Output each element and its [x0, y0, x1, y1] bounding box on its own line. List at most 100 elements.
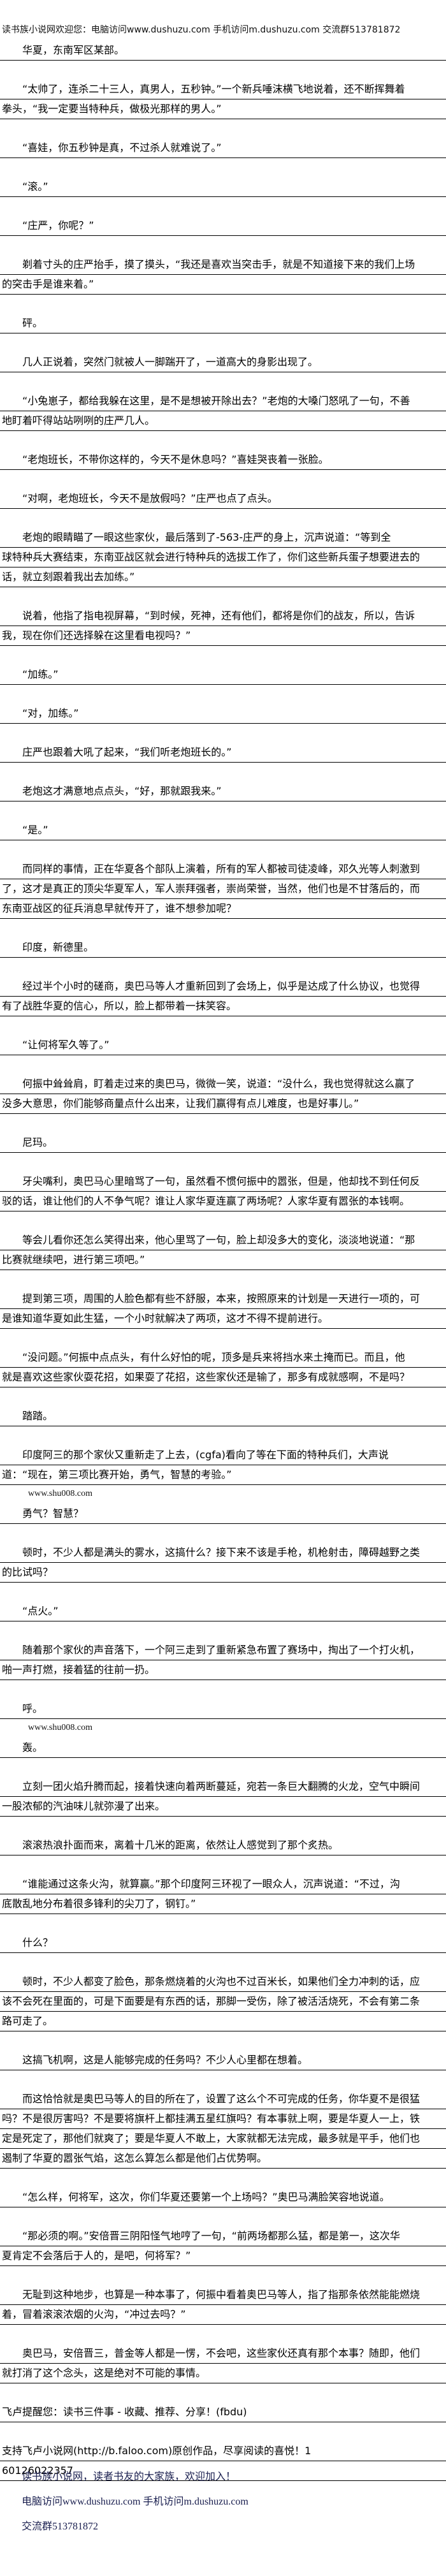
text-line: 吗？不是很厉害吗？不是要将旗杆上都挂满五星红旗吗？有本事就上啊，要是华夏人一上，…: [0, 2109, 446, 2129]
site-banner-header: 读书族小说网欢迎您：电脑访问www.dushuzu.com 手机访问m.dush…: [2, 25, 401, 35]
text-line: 提到第三项，周围的人脸色都有些不舒服，本来，按照原来的计划是一天进行一项的，可: [0, 1289, 446, 1309]
watermark-url: www.shu008.com: [28, 1723, 92, 1732]
paragraph: 尼玛。: [0, 1133, 446, 1153]
paragraph: 庄严也跟着大吼了起来，“我们听老炮班长的。”: [0, 743, 446, 763]
text-line: 尼玛。: [0, 1133, 446, 1153]
paragraph: 呼。: [0, 1699, 446, 1719]
text-line: “点火。”: [0, 1602, 446, 1621]
text-line: 是谁知道华夏如此生猛，一个小时就解决了两项，这才不得不提前进行。: [0, 1309, 446, 1329]
text-line: 华夏，东南军区某部。: [0, 41, 446, 61]
text-line: 砰。: [0, 314, 446, 333]
text-line: 踏踏。: [0, 1407, 446, 1426]
text-line: 老炮这才满意地点点头，“好，那就跟我来。”: [0, 782, 446, 801]
paragraph: 几人正说着，突然门就被人一脚踹开了，一道高大的身影出现了。: [0, 353, 446, 372]
text-line: 勇气？智慧？: [0, 1504, 446, 1524]
text-line: “小兔崽子，都给我躲在这里，是不是想被开除出去？”老炮的大嗓门怒吼了一句，不善: [0, 392, 446, 411]
footer-access-links[interactable]: 电脑访问www.dushuzu.com 手机访问m.dushuzu.com: [22, 2496, 248, 2507]
paragraph: “是。”: [0, 821, 446, 840]
text-line: “喜娃，你五秒钟是真，不过杀人就难说了。”: [0, 138, 446, 158]
text-line: 着，冒着滚滚浓烟的火沟，“冲过去吗？”: [0, 2305, 446, 2325]
text-line: 牙尖嘴利，奥巴马心里暗骂了一句，虽然看不惯何振中的嚣张，但是，他却找不到任何反: [0, 1172, 446, 1192]
text-line: “那必须的啊。”安倍晋三阴阳怪气地哼了一句，“前两场都那么猛，都是第一，这次华: [0, 2227, 446, 2246]
chapter-body: 华夏，东南军区某部。 “太帅了，连杀二十三人，真男人，五秒钟。”一个新兵唾沫横飞地…: [0, 41, 446, 2500]
text-line: “太帅了，连杀二十三人，真男人，五秒钟。”一个新兵唾沫横飞地说着，还不断挥舞着: [0, 80, 446, 99]
text-line: 的比试吗？: [0, 1563, 446, 1583]
paragraph: “那必须的啊。”安倍晋三阴阳怪气地哼了一句，“前两场都那么猛，都是第一，这次华夏…: [0, 2227, 446, 2266]
text-line: “对，加练。”: [0, 704, 446, 724]
text-line: 经过半个小时的磋商，奥巴马等人才重新回到了会场上，似乎是达成了什么协议，也觉得: [0, 977, 446, 997]
text-line: 没多大意思，你们能够商量点什么出来，让我们赢得有点儿难度，也是好事儿。”: [0, 1094, 446, 1114]
paragraph: 而这恰恰就是奥巴马等人的目的所在了，设置了这么个不可完成的任务，你华夏不是很猛吗…: [0, 2089, 446, 2169]
text-line: 支持飞卢小说网(http://b.faloo.com)原创作品，尽享阅读的喜悦！…: [0, 2441, 446, 2461]
text-line: 立刻一团火焰升腾而起，接着快速向着两断蔓延，宛若一条巨大翻腾的火龙，空气中瞬间: [0, 1777, 446, 1797]
text-line: 有了战胜华夏的信心，所以，脸上都带着一抹笑容。: [0, 997, 446, 1016]
text-line: 印度，新德里。: [0, 938, 446, 958]
paragraph: 老炮这才满意地点点头，“好，那就跟我来。”: [0, 782, 446, 801]
text-line: 随着那个家伙的声音落下，一个阿三走到了重新紧急布置了赛场中，掏出了一个打火机，: [0, 1641, 446, 1660]
text-line: 呼。: [0, 1699, 446, 1719]
watermark-url: www.shu008.com: [28, 1489, 92, 1498]
paragraph: 剃着寸头的庄严抬手，摸了摸头，“我还是喜欢当突击手，就是不知道接下来的我们上场的…: [0, 255, 446, 295]
paragraph: “太帅了，连杀二十三人，真男人，五秒钟。”一个新兵唾沫横飞地说着，还不断挥舞着拳…: [0, 80, 446, 119]
text-line: 庄严也跟着大吼了起来，“我们听老炮班长的。”: [0, 743, 446, 763]
paragraph: 飞卢提醒您：读书三件事 - 收藏、推荐、分享！(fbdu): [0, 2403, 446, 2422]
text-line: “让何将军久等了。”: [0, 1036, 446, 1055]
paragraph: “老炮班长，不带你这样的，今天不是休息吗？”喜娃哭丧着一张脸。: [0, 450, 446, 470]
paragraph: 印度阿三的那个家伙又重新走了上去，(cgfa)看向了等在下面的特种兵们，大声说道…: [0, 1445, 446, 1485]
text-line: “是。”: [0, 821, 446, 840]
text-line: 路可走了。: [0, 2012, 446, 2031]
text-line: 啪一声打燃，接着猛的往前一扔。: [0, 1660, 446, 1680]
text-line: 印度阿三的那个家伙又重新走了上去，(cgfa)看向了等在下面的特种兵们，大声说: [0, 1445, 446, 1465]
text-line: “对啊，老炮班长，今天不是放假吗？”庄严也点了点头。: [0, 489, 446, 509]
paragraph: 无耻到这种地步，也算是一种本事了，何振中看着奥巴马等人，指了指那条依然能能燃烧着…: [0, 2285, 446, 2325]
text-line: 60126022357: [0, 2461, 446, 2481]
paragraph: 什么？: [0, 1933, 446, 1953]
text-line: 等会儿看你还怎么笑得出来，他心里骂了一句，脸上却没多大的变化，淡淡地说道：“那: [0, 1231, 446, 1250]
text-line: 夏肯定不会落后于人的，是吧，何将军？”: [0, 2246, 446, 2266]
paragraph: “滚。”: [0, 177, 446, 197]
text-line: “加练。”: [0, 665, 446, 685]
text-line: 而同样的事情，正在华夏各个部队上演着，所有的军人都被司徒凌峰，邓久光等人刺激到: [0, 860, 446, 879]
paragraph: 随着那个家伙的声音落下，一个阿三走到了重新紧急布置了赛场中，掏出了一个打火机，啪…: [0, 1641, 446, 1680]
paragraph: 等会儿看你还怎么笑得出来，他心里骂了一句，脸上却没多大的变化，淡淡地说道：“那比…: [0, 1231, 446, 1270]
text-line: 奥巴马，安倍晋三，普金等人都是一愣，不会吧，这些家伙还真有那个本事？随即，他们: [0, 2344, 446, 2364]
text-line: 顿时，不少人都变了脸色，那条燃烧着的火沟也不过百米长，如果他们全力冲刺的话，应: [0, 1972, 446, 1992]
paragraph: 牙尖嘴利，奥巴马心里暗骂了一句，虽然看不惯何振中的嚣张，但是，他却找不到任何反驳…: [0, 1172, 446, 1211]
text-line: “没问题。”何振中点点头，有什么好怕的呢，顶多是兵来将挡水来土掩而已。而且，他: [0, 1348, 446, 1368]
text-line: 飞卢提醒您：读书三件事 - 收藏、推荐、分享！(fbdu): [0, 2403, 446, 2422]
paragraph: 印度，新德里。: [0, 938, 446, 958]
text-line: 遏制了华夏的嚣张气焰，这怎么算怎么都是他们占优势啊。: [0, 2149, 446, 2169]
paragraph: “小兔崽子，都给我躲在这里，是不是想被开除出去？”老炮的大嗓门怒吼了一句，不善地…: [0, 392, 446, 431]
paragraph: 经过半个小时的磋商，奥巴马等人才重新回到了会场上，似乎是达成了什么协议，也觉得有…: [0, 977, 446, 1016]
text-line: 这搞飞机啊，这是人能够完成的任务吗？不少人心里都在想着。: [0, 2051, 446, 2070]
paragraph: 顿时，不少人都变了脸色，那条燃烧着的火沟也不过百米长，如果他们全力冲刺的话，应该…: [0, 1972, 446, 2031]
site-footer: 读书族小说网，读者书友的大家族，欢迎加入！ 电脑访问www.dushuzu.co…: [22, 2469, 442, 2543]
text-line: 说着，他指了指电视屏幕，“到时候，死神，还有他们，都将是你们的战友，所以，告诉: [0, 606, 446, 626]
paragraph: 奥巴马，安倍晋三，普金等人都是一愣，不会吧，这些家伙还真有那个本事？随即，他们就…: [0, 2344, 446, 2383]
text-line: 了，这才是真正的顶尖华夏军人，军人崇拜强者，崇尚荣誉，当然，他们也是不甘落后的，…: [0, 879, 446, 899]
text-line: “庄严，你呢？”: [0, 216, 446, 236]
paragraph: 提到第三项，周围的人脸色都有些不舒服，本来，按照原来的计划是一天进行一项的，可是…: [0, 1289, 446, 1329]
text-line: 驳的话，谁让他们的人不争气呢？谁让人家华夏连赢了两场呢？人家华夏有嚣张的本钱啊。: [0, 1192, 446, 1211]
text-line: 剃着寸头的庄严抬手，摸了摸头，“我还是喜欢当突击手，就是不知道接下来的我们上场: [0, 255, 446, 275]
text-line: 什么？: [0, 1933, 446, 1953]
paragraph: www.shu008.com 勇气？智慧？: [0, 1489, 446, 1524]
text-line: 拳头，“我一定要当特种兵，做极光那样的男人。”: [0, 99, 446, 119]
text-line: 老炮的眼睛瞄了一眼这些家伙，最后落到了-563-庄严的身上，沉声说道：“等到全: [0, 528, 446, 548]
text-line: 顿时，不少人都是满头的雾水，这搞什么？接下来不该是手枪，机枪射击，障碍越野之类: [0, 1543, 446, 1563]
paragraph: 砰。: [0, 314, 446, 333]
paragraph: 何振中耸耸肩，盯着走过来的奥巴马，微微一笑，说道：“没什么，我也觉得就这么赢了没…: [0, 1074, 446, 1114]
paragraph: “怎么样，何将军，这次，你们华夏还要第一个上场吗？”奥巴马满脸笑容地说道。: [0, 2188, 446, 2207]
paragraph: “没问题。”何振中点点头，有什么好怕的呢，顶多是兵来将挡水来土掩而已。而且，他就…: [0, 1348, 446, 1387]
paragraph: “谁能通过这条火沟，就算赢。”那个印度阿三环视了一眼众人，沉声说道：“不过，沟底…: [0, 1875, 446, 1914]
text-line: “滚。”: [0, 177, 446, 197]
paragraph: 顿时，不少人都是满头的雾水，这搞什么？接下来不该是手枪，机枪射击，障碍越野之类的…: [0, 1543, 446, 1583]
text-line: 滚滚热浪扑面而来，离着十几米的距离，依然让人感觉到了那个炙热。: [0, 1836, 446, 1855]
paragraph: 滚滚热浪扑面而来，离着十几米的距离，依然让人感觉到了那个炙热。: [0, 1836, 446, 1855]
text-line: 而这恰恰就是奥巴马等人的目的所在了，设置了这么个不可完成的任务，你华夏不是很猛: [0, 2089, 446, 2109]
text-line: 我，现在你们还选择躲在这里看电视吗？”: [0, 626, 446, 646]
text-line: 定是死定了，那他们就爽了；要是华夏人不敢上，大家就都无法完成，最多就是平手，他们…: [0, 2129, 446, 2149]
text-line: 话，就立刻跟着我出去加练。”: [0, 567, 446, 587]
footer-welcome: 读书族小说网，读者书友的大家族，欢迎加入！: [22, 2471, 236, 2482]
